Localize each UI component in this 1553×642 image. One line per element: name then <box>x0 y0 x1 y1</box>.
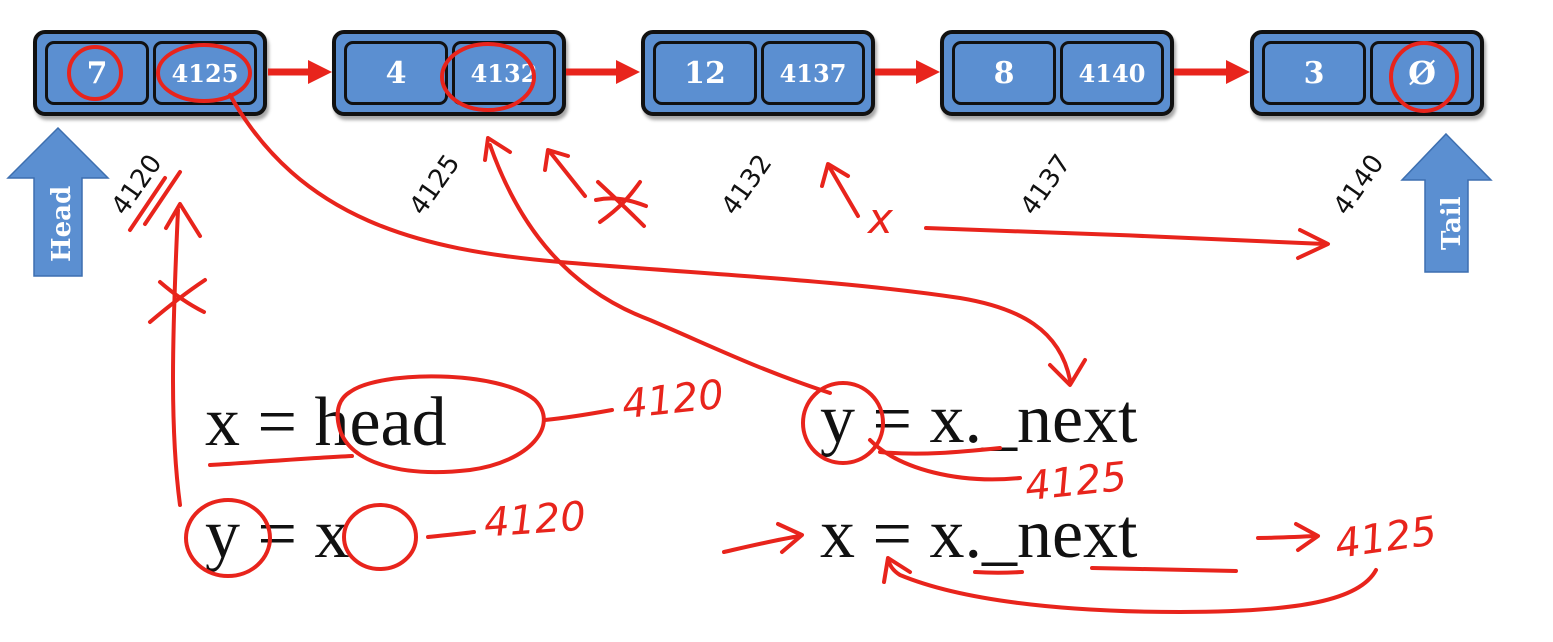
curve-arrow <box>488 143 832 395</box>
node-value: 3 <box>1262 41 1366 105</box>
node-value: 12 <box>653 41 757 105</box>
next-pointer-arrows <box>268 60 1250 84</box>
dash-mark <box>543 408 614 422</box>
head-arrow: Head <box>6 126 110 277</box>
code-line-x-equals-head: x = head <box>205 384 447 461</box>
arrow-head-stroke <box>820 162 850 188</box>
pointer-arrow-head <box>616 60 640 84</box>
code-line-y-equals-x: y = x <box>205 496 350 573</box>
code-line-x-equals-x-next: x = x._next <box>820 496 1138 573</box>
cross-mark <box>148 278 207 324</box>
handwritten-x-marker: x <box>868 194 893 243</box>
underline-mark <box>973 570 1024 575</box>
head-label: Head <box>47 186 77 262</box>
arrow-head-stroke <box>776 522 804 554</box>
node-next-pointer: 4137 <box>761 41 865 105</box>
pointer-arrow-head <box>1226 60 1250 84</box>
node-value: 4 <box>344 41 448 105</box>
arrow-head-stroke <box>1296 228 1330 260</box>
node-next-pointer: 4132 <box>452 41 556 105</box>
cross-mark <box>158 280 206 314</box>
node-value: 7 <box>45 41 149 105</box>
handwritten-ink <box>67 41 1459 614</box>
node-value: 8 <box>952 41 1056 105</box>
circle-mark <box>156 43 252 103</box>
pointer-arrow-head <box>916 60 940 84</box>
circle-mark <box>67 45 123 101</box>
arrow-head-stroke <box>543 148 570 172</box>
list-node-2: 4 4132 <box>332 30 566 116</box>
arrow-head-stroke <box>483 136 512 162</box>
arrow-stroke <box>722 534 802 554</box>
circle-mark <box>342 503 418 571</box>
list-node-3: 12 4137 <box>641 30 875 116</box>
pointer-arrow-head <box>308 60 332 84</box>
underline-mark <box>208 454 354 467</box>
circle-mark <box>440 42 536 112</box>
underline-mark <box>868 438 1022 482</box>
arrow-stroke <box>171 208 182 507</box>
circle-mark <box>184 498 272 578</box>
cross-mark <box>594 196 648 208</box>
slash-mark <box>143 170 182 226</box>
tail-label: Tail <box>1437 196 1467 250</box>
arrow-head-stroke <box>1294 522 1320 552</box>
curve-arrow <box>886 558 1378 614</box>
list-node-4: 8 4140 <box>940 30 1174 116</box>
cross-mark <box>598 180 642 224</box>
arrow-stroke <box>828 166 860 218</box>
circle-mark <box>335 374 546 475</box>
arrow-head-stroke <box>1048 358 1087 387</box>
curve-arrow <box>228 93 1072 382</box>
arrow-stroke <box>924 226 1327 246</box>
circle-mark <box>1389 41 1459 113</box>
dash-mark <box>426 530 476 539</box>
arrow-stroke <box>1256 534 1318 540</box>
underline-mark <box>878 446 1002 456</box>
underline-mark <box>1090 566 1238 573</box>
circle-mark <box>801 381 885 465</box>
list-node-5: 3 Ø <box>1250 30 1484 116</box>
arrow-head-stroke <box>882 556 912 584</box>
node-next-pointer: 4140 <box>1060 41 1164 105</box>
slash-mark <box>128 176 167 232</box>
tail-arrow: Tail <box>1400 132 1493 273</box>
arrow-stroke <box>548 150 587 198</box>
arrow-head-stroke <box>164 202 202 238</box>
